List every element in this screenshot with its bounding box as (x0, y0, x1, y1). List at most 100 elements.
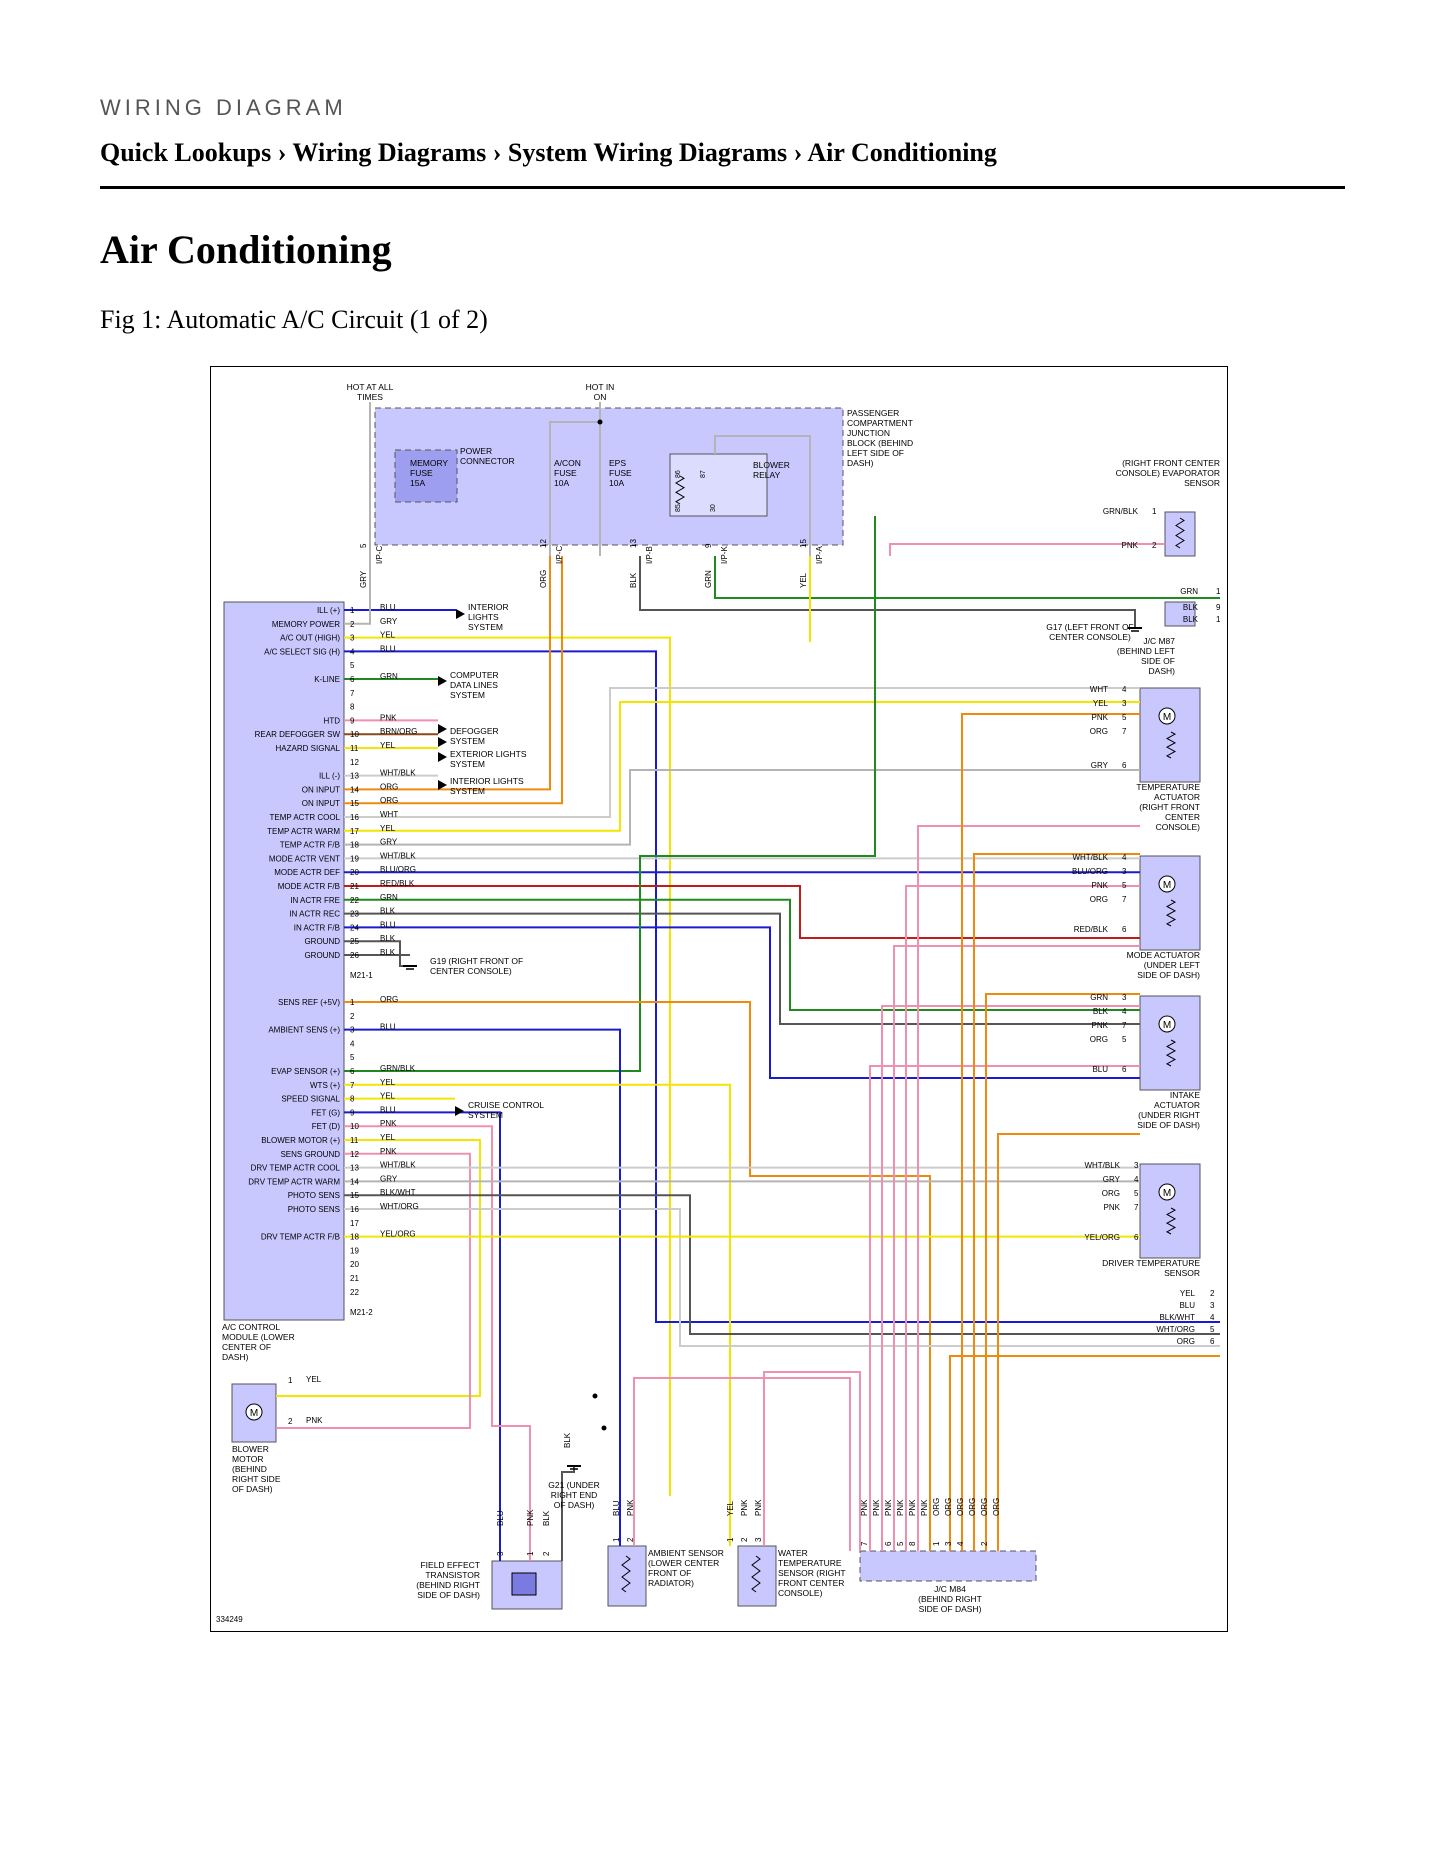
mode-actuator-wire-0: WHT/BLK (1072, 853, 1108, 862)
breadcrumb[interactable]: Quick Lookups › Wiring Diagrams › System… (100, 138, 997, 167)
module-a-pin-26: 26 (350, 951, 359, 960)
jc-m84-pin-6: 1 (932, 1541, 941, 1546)
fet-chip (511, 1572, 537, 1596)
module-b-wire-16: WHT/ORG (380, 1202, 419, 1211)
module-a-wire-23: BLK (380, 907, 396, 916)
mode-actuator-pin-2: 5 (1122, 881, 1127, 890)
module-b-wire-15: BLK/WHT (380, 1188, 416, 1197)
module-b-pin-20: 20 (350, 1260, 359, 1269)
temp-actuator-wire-0: WHT (1090, 685, 1108, 694)
mode-actuator-pin-0: 4 (1122, 853, 1127, 862)
fet-pin-2: 2 (542, 1551, 551, 1556)
wire-a15-on-input (344, 556, 563, 805)
module-a-wire-26: BLK (380, 948, 396, 957)
module-a-func-1: ILL (+) (317, 606, 340, 615)
module-b-pin-16: 16 (350, 1205, 359, 1214)
relay-coil (675, 475, 685, 505)
module-a-wire-22: GRN (380, 893, 398, 902)
wire-a18-temp-fb (344, 769, 1140, 846)
fet-pin-0: 3 (496, 1551, 505, 1556)
exit-wire-wire-1: BLU (1179, 1301, 1195, 1310)
drvtemp-actuator-pot (1165, 1207, 1177, 1235)
jc-m84-wire-10: ORG (980, 1498, 989, 1516)
jc-m84-wire-8: ORG (956, 1498, 965, 1516)
module-a-wire-25: BLK (380, 934, 396, 943)
module-b-func-10: FET (D) (312, 1122, 341, 1131)
module-b-func-8: SPEED SIGNAL (281, 1095, 340, 1104)
module-a-pin-15: 15 (350, 799, 359, 808)
module-b-pin-18: 18 (350, 1233, 359, 1242)
blower-motor-pin-1: 1 (288, 1376, 293, 1385)
driver-temp-pin-1: 4 (1134, 1175, 1139, 1184)
jc-m84-wire-4: PNK (908, 1499, 917, 1516)
intake-actuator-motor (1158, 1015, 1176, 1033)
mode-actuator-pin-1: 3 (1122, 867, 1127, 876)
module-b-wire-18: YEL/ORG (380, 1230, 416, 1239)
mode-actuator-wire-4: RED/BLK (1074, 925, 1109, 934)
wire-b10-fet-d (344, 1125, 531, 1561)
ambient-wire-1: PNK (626, 1499, 635, 1516)
module-b-wire-13: WHT/BLK (380, 1161, 416, 1170)
module-a-pin-13: 13 (350, 772, 359, 781)
module-b-func-9: FET (G) (311, 1108, 340, 1117)
module-b-pin-21: 21 (350, 1274, 359, 1283)
driver-temp-wire-2: ORG (1102, 1189, 1120, 1198)
mode-actuator-motor-m: M (1163, 880, 1171, 891)
module-b-pin-8: 8 (350, 1095, 355, 1104)
module-b-pin-19: 19 (350, 1246, 359, 1255)
jc-m84-pin-7: 3 (944, 1541, 953, 1546)
wire-m84-org-0 (961, 713, 1140, 1551)
module-a-wire-2: GRY (380, 617, 398, 626)
jb-conn-wire-3: GRN (704, 570, 713, 588)
figure-id: 334249 (216, 1615, 243, 1624)
module-b-pin-9: 9 (350, 1108, 355, 1117)
module-a-func-15: ON INPUT (302, 799, 340, 808)
exit-wire-pin-1: 3 (1210, 1301, 1215, 1310)
jc-m87-box (1164, 601, 1196, 627)
module-a-func-3: A/C OUT (HIGH) (280, 634, 340, 643)
temp-actuator-pin-4: 6 (1122, 761, 1127, 770)
wire-a22-in-fre (344, 898, 1140, 1011)
wire-a24-in-fb (344, 926, 1140, 1079)
wire-m84-pnk-4 (917, 825, 1140, 1551)
intake-actuator-wire-0: GRN (1090, 993, 1108, 1002)
driver-temp-pin-2: 5 (1134, 1189, 1139, 1198)
ambient-pin-0: 1 (612, 1537, 621, 1542)
module-a-wire-13: WHT/BLK (380, 769, 416, 778)
water-temp-wire-1: PNK (740, 1499, 749, 1516)
evap-sensor-pin-0: 1 (1152, 507, 1157, 516)
jc-m84-pin-8: 4 (956, 1541, 965, 1546)
wire-relay-feed (714, 435, 811, 556)
module-a-pin-18: 18 (350, 841, 359, 850)
wire-m84-org-2 (985, 993, 1140, 1551)
module-b-wire-3: BLU (380, 1023, 396, 1032)
jb-conn-wire-1: ORG (539, 570, 548, 588)
intake-actuator-pot (1165, 1039, 1177, 1067)
temp-actuator-wire-3: ORG (1090, 727, 1108, 736)
module-b-wire-10: PNK (380, 1119, 397, 1128)
splice-pnk-blower (601, 1425, 607, 1431)
jb-conn-name-4: I/P-A (815, 546, 824, 564)
exit-wire-wire-4: ORG (1177, 1337, 1195, 1346)
module-a-pin-20: 20 (350, 868, 359, 877)
temp-actuator-motor-m: M (1163, 712, 1171, 723)
jb-conn-wire-4: YEL (799, 572, 808, 588)
mode-actuator-box (1139, 855, 1201, 951)
water-temp-pin-1: 2 (740, 1537, 749, 1542)
jc-m87-pin-1: 9 (1216, 603, 1221, 612)
module-a-wire-1: BLU (380, 603, 396, 612)
module-b-wire-11: YEL (380, 1133, 396, 1142)
connector-m21-2: M21-2 (350, 1308, 373, 1317)
arrow-interior-1 (456, 609, 465, 619)
module-b-wire-7: YEL (380, 1078, 396, 1087)
wire-m84-pnk-1 (881, 1005, 1140, 1551)
jc-m84-pin-2: 6 (884, 1541, 893, 1546)
module-a-pin-24: 24 (350, 923, 359, 932)
jc-m87-pin-0: 1 (1216, 587, 1221, 596)
mode-actuator-pin-4: 6 (1122, 925, 1127, 934)
